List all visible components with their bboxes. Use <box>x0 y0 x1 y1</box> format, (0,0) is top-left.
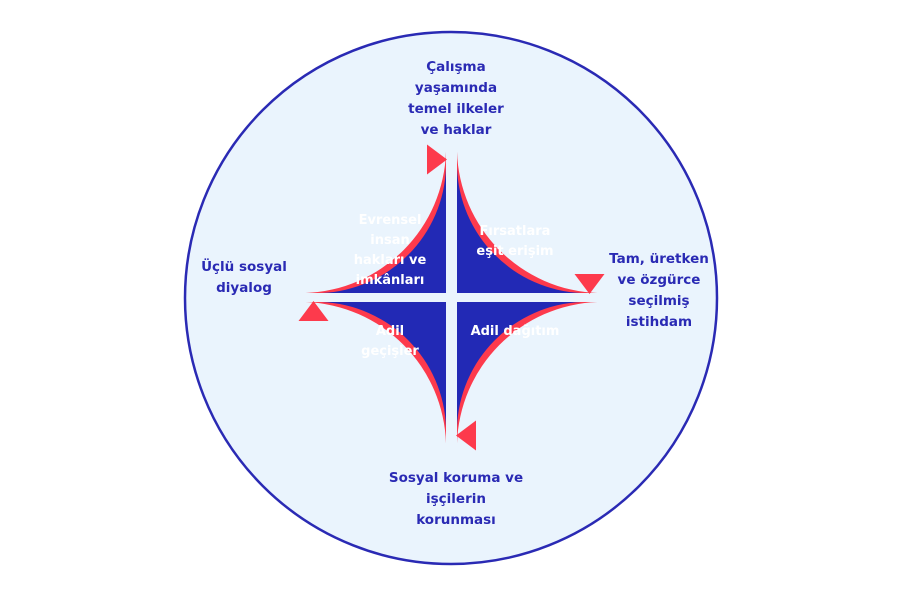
quadrant-label-just-transitions: Adil geçişler <box>361 324 419 359</box>
quadrant-label-universal-rights: Evrensel insan hakları ve imkânları <box>353 213 427 288</box>
quadrant-bottom-left <box>321 302 446 428</box>
label-left-social-dialogue: Üçlü sosyal diyalog <box>201 259 287 296</box>
label-top-rights: Çalışma yaşamında temel ilkeler ve hakla… <box>408 59 504 138</box>
arrowhead-bottom-icon <box>456 420 476 451</box>
arrowhead-top-icon <box>427 144 447 175</box>
quadrant-top-left <box>321 167 446 293</box>
label-bottom-social-protection: Sosyal koruma ve işçilerin korunması <box>388 470 524 528</box>
arrowhead-right-icon <box>574 274 605 294</box>
label-right-employment: Tam, üretken ve özgürce seçilmiş istihda… <box>609 251 709 330</box>
quadrant-label-fair-distribution: Adil dağıtım <box>470 324 560 339</box>
quadrant-top-right <box>457 167 582 293</box>
outer-circle <box>183 30 719 566</box>
quadrant-label-equal-access: Fırsatlara eşit erişim <box>476 224 554 259</box>
quadrant-bottom-right <box>457 302 582 428</box>
arrowhead-left-icon <box>298 301 329 321</box>
